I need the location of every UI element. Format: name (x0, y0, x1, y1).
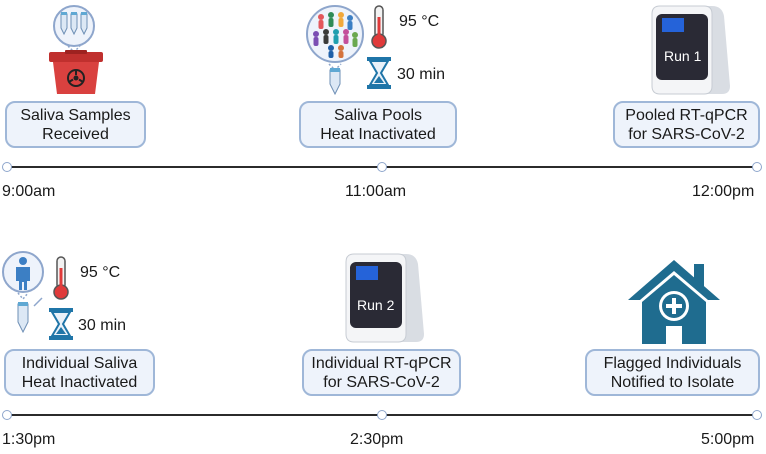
step-line-1: Individual RT-qPCR (311, 354, 452, 372)
pooled-temperature: 95 °C (399, 13, 440, 30)
step-line-1: Saliva Pools (333, 106, 423, 124)
step-line-2: Heat Inactivated (21, 373, 138, 391)
thermometer-icon (53, 256, 69, 300)
time-label: 5:00pm (701, 431, 755, 448)
individual-duration: 30 min (78, 317, 127, 334)
people-pool-icon (306, 5, 364, 96)
time-label: 12:00pm (692, 183, 755, 200)
house-plus-icon (628, 260, 720, 344)
step-saliva-pools-heat-inactivated: Saliva Pools Heat Inactivated (299, 101, 457, 148)
qpcr-machine-icon (651, 5, 730, 95)
time-label: 9:00am (2, 183, 56, 200)
step-line-1: Individual Saliva (21, 354, 138, 372)
person-icon (2, 251, 44, 334)
timeline-2-dot-middle (377, 410, 387, 420)
timeline-2-dot-start (2, 410, 12, 420)
step-flagged-individuals-notified: Flagged Individuals Notified to Isolate (585, 349, 760, 396)
biohazard-bin-icon (49, 50, 103, 94)
time-label: 11:00am (345, 183, 407, 200)
step-line-2: for SARS-CoV-2 (323, 373, 440, 391)
thermometer-icon (371, 5, 387, 49)
step-line-2: Heat Inactivated (320, 125, 436, 143)
timeline-1-dot-middle (377, 162, 387, 172)
qpcr-machine-icon (345, 253, 424, 343)
step-pooled-rt-qpcr: Pooled RT-qPCR for SARS-CoV-2 (613, 101, 760, 148)
timeline-1-dot-start (2, 162, 12, 172)
step-saliva-samples-received: Saliva Samples Received (5, 101, 146, 148)
pooled-duration: 30 min (397, 66, 446, 83)
step-line-1: Flagged Individuals (603, 354, 742, 372)
step-line-2: Received (42, 125, 109, 143)
test-tubes-icon (53, 5, 95, 54)
step-line-2: for SARS-CoV-2 (628, 125, 745, 143)
hourglass-icon (49, 308, 73, 340)
time-label: 1:30pm (2, 431, 56, 448)
individual-temperature: 95 °C (80, 264, 121, 281)
hourglass-icon (367, 57, 391, 89)
step-line-1: Saliva Samples (20, 106, 131, 124)
step-line-2: Notified to Isolate (610, 373, 735, 391)
step-line-1: Pooled RT-qPCR (625, 106, 748, 124)
timeline-1-dot-end (752, 162, 762, 172)
run-2-label: Run 2 (357, 297, 395, 313)
step-individual-saliva-heat-inactivated: Individual Saliva Heat Inactivated (4, 349, 155, 396)
timeline-2-dot-end (752, 410, 762, 420)
step-individual-rt-qpcr: Individual RT-qPCR for SARS-CoV-2 (302, 349, 461, 396)
run-1-label: Run 1 (664, 48, 702, 64)
time-label: 2:30pm (350, 431, 404, 448)
